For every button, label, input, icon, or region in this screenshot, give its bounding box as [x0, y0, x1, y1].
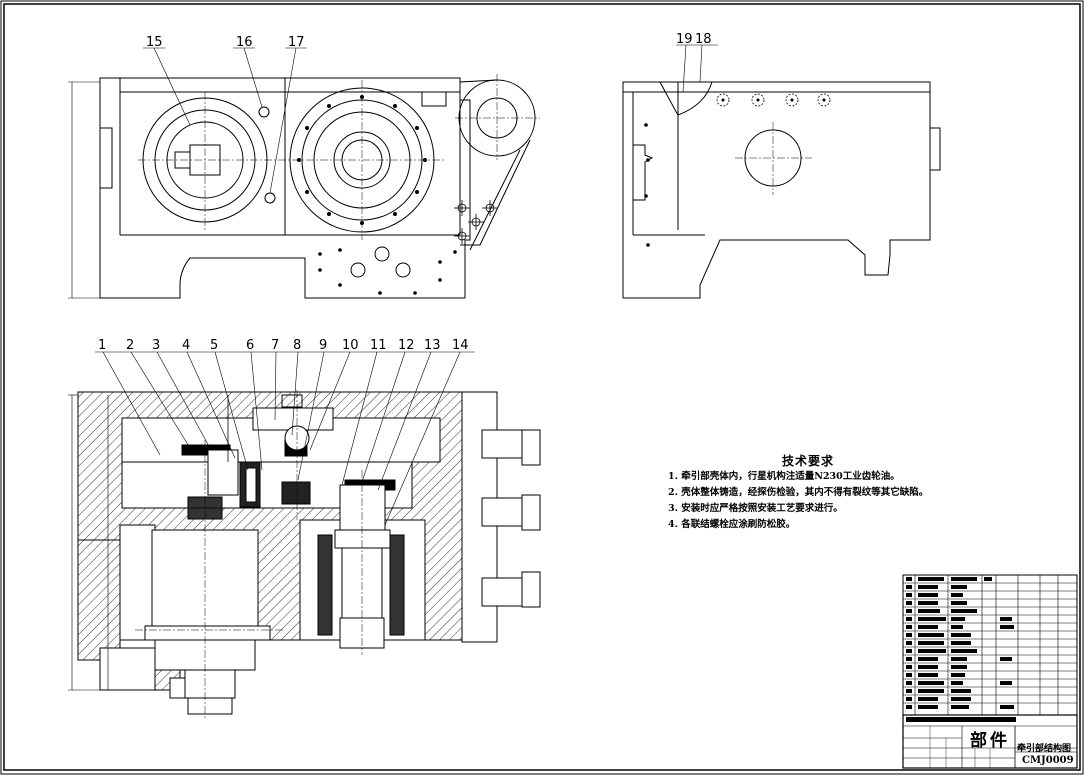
balloon-7: 7 — [271, 338, 279, 353]
section-view — [68, 390, 541, 720]
balloon-15: 15 — [146, 35, 163, 50]
parts-list — [902, 574, 1078, 716]
balloon-9: 9 — [319, 338, 327, 353]
technical-requirements: 技术要求 1. 牵引部壳体内，行星机构注适量N230工业齿轮油。 2. 壳体整体… — [668, 452, 968, 533]
bolt-holes-top-left — [297, 95, 457, 295]
title-block-drawing-name: 牵引部结构图 — [1017, 744, 1072, 754]
balloon-4: 4 — [182, 338, 190, 353]
balloon-16: 16 — [236, 35, 253, 50]
balloon-leaders-section — [95, 351, 475, 526]
tech-req-title: 技术要求 — [781, 454, 834, 468]
top-left-view — [68, 77, 536, 299]
title-block-part-word: 部件 — [970, 731, 1010, 751]
balloon-13: 13 — [424, 338, 441, 353]
dotted-holes-top-right — [716, 93, 831, 107]
balloon-18: 18 — [695, 32, 712, 47]
balloon-leaders-top-left — [143, 47, 307, 194]
tech-req-item-1: 1. 牵引部壳体内，行星机构注适量N230工业齿轮油。 — [668, 471, 900, 482]
balloon-leaders-top-right — [676, 44, 718, 93]
balloon-5: 5 — [210, 338, 218, 353]
centerlines-top-right — [735, 122, 812, 195]
centerlines-top-left — [138, 74, 540, 240]
balloon-17: 17 — [288, 35, 305, 50]
balloon-11: 11 — [370, 338, 387, 353]
balloon-2: 2 — [126, 338, 134, 353]
balloon-12: 12 — [398, 338, 415, 353]
top-right-view — [622, 81, 941, 299]
title-block — [902, 714, 1078, 769]
tech-req-item-2: 2. 壳体整体铸造，经探伤检验，其内不得有裂纹等其它缺陷。 — [668, 487, 929, 498]
title-block-drawing-number: CMJ0009 — [1022, 755, 1074, 766]
balloon-19: 19 — [676, 32, 693, 47]
inner-frame — [3, 3, 1081, 771]
balloon-10: 10 — [342, 338, 359, 353]
tech-req-item-3: 3. 安装时应严格按照安装工艺要求进行。 — [668, 503, 843, 514]
tech-req-item-4: 4. 各联结螺栓应涂刷防松胶。 — [668, 519, 796, 530]
balloon-1: 1 — [98, 338, 106, 353]
balloon-numbers-section: 1 2 3 4 5 6 7 8 9 10 11 12 13 14 — [98, 338, 469, 353]
parts-list-fill — [906, 577, 1016, 722]
balloon-14: 14 — [452, 338, 469, 353]
balloon-3: 3 — [152, 338, 160, 353]
crosshair-holes — [454, 200, 498, 244]
balloon-8: 8 — [293, 338, 301, 353]
dots-top-right — [644, 98, 826, 247]
balloon-6: 6 — [246, 338, 254, 353]
